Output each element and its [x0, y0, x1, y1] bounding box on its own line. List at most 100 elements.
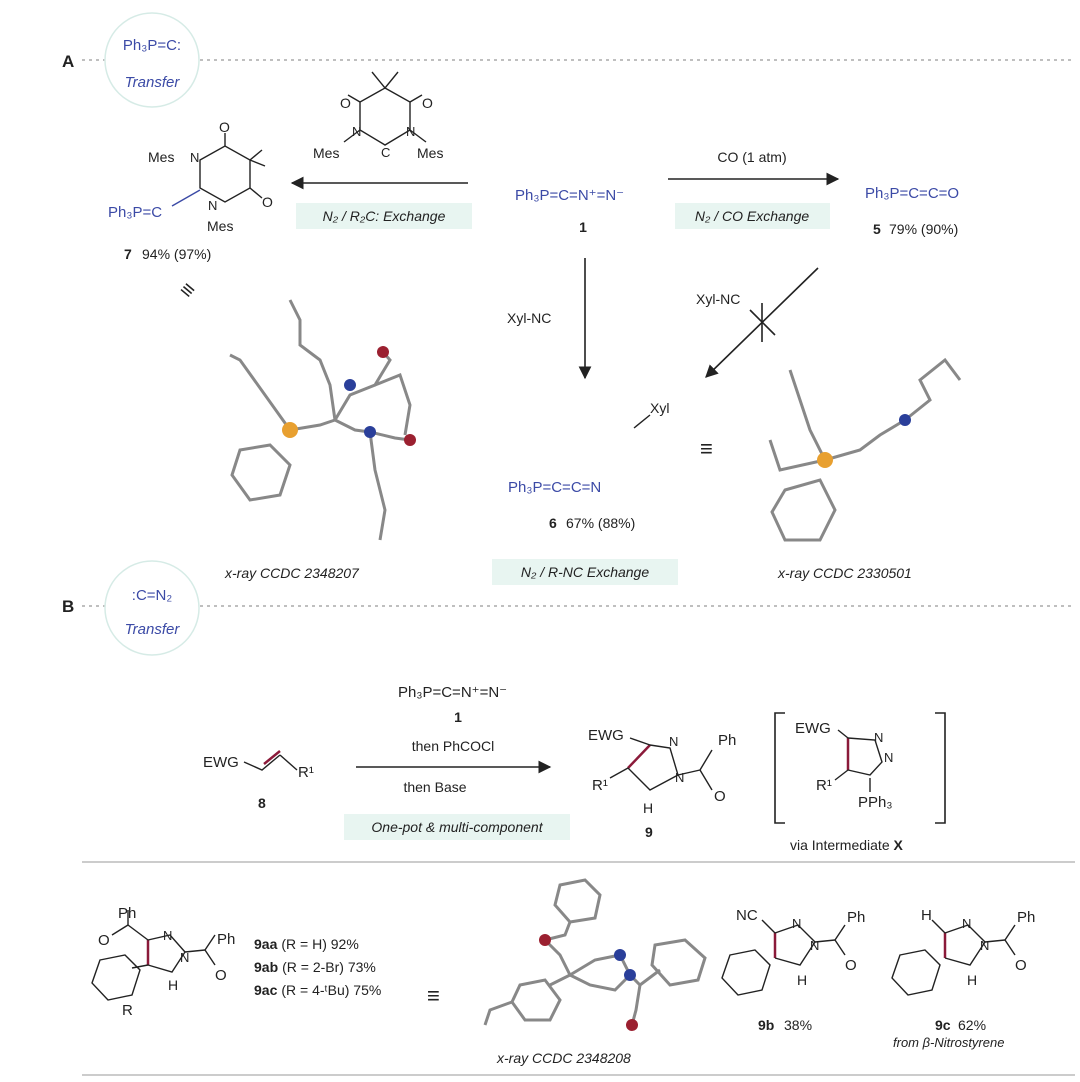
product-9c-ph: Ph — [1017, 909, 1035, 926]
crystal-structure-7 — [229, 299, 412, 541]
carbene-ring — [359, 87, 411, 146]
panel-a-badge-formula: Ph₃P=C: — [123, 37, 181, 54]
product-9c-n2: N — [980, 938, 989, 953]
compound-7 — [171, 133, 266, 207]
substrate-8-ewg: EWG — [203, 754, 239, 771]
product-9c-note: from β-Nitrostyrene — [893, 1035, 1004, 1050]
panel-b-badge-caption: Transfer — [125, 621, 181, 638]
crystal-9-ring-1 — [553, 878, 602, 924]
yield-row-9ab: 9ab(R = 2-Br) 73% — [254, 959, 376, 975]
panel-b-badge — [104, 560, 200, 656]
product-9c-n1: N — [962, 916, 971, 931]
product-9a-acyl-bond — [127, 924, 149, 941]
compound-6-xyl: Xyl — [650, 400, 669, 416]
crystal-9-o-atom-1 — [539, 934, 551, 946]
xray-left: x-ray CCDC 2348207 — [224, 565, 360, 581]
bracket-left — [774, 712, 785, 824]
compound-6-label: 6 — [549, 515, 557, 531]
panel-b-band-label: One-pot & multi-component — [371, 819, 543, 835]
product-9a-co-bond — [111, 924, 129, 936]
crystal-6-chain-1 — [788, 369, 827, 461]
compound-1-panel-a: Ph₃P=C=N⁺=N⁻ 1 — [515, 187, 624, 235]
xray-right: x-ray CCDC 2330501 — [777, 565, 912, 581]
bracket-right — [935, 712, 946, 824]
product-9a-aryl-bond — [131, 964, 149, 969]
product-9b-ph-bond — [834, 924, 846, 941]
crystal-7-o-atom-1 — [377, 346, 389, 358]
crystal-7-p-atom — [282, 422, 298, 438]
crystal-6-n-atom — [899, 414, 911, 426]
crystal-6-chain-4 — [768, 439, 826, 472]
left-arrow-label: N₂ / R₂C: Exchange — [323, 208, 446, 224]
intermediate-n1: N — [874, 730, 883, 745]
product-9b-yield: 38% — [784, 1017, 812, 1033]
carbene-mes-bond-right — [409, 129, 427, 143]
product-9a-r: R — [122, 1002, 133, 1019]
yield-id-9ab: 9ab — [254, 959, 278, 975]
compound-5-formula: Ph₃P=C=C=O — [865, 185, 959, 202]
intermediate-caption-prefix: via Intermediate — [790, 837, 894, 853]
intermediate-r: R¹ — [816, 777, 832, 794]
substrate-8-label: 8 — [258, 795, 266, 811]
intermediate-ewg: EWG — [795, 720, 831, 737]
intermediate-n2: N — [884, 750, 893, 765]
panel-b-band — [344, 814, 570, 840]
panel-b-arrow-bottom: then Base — [403, 779, 466, 795]
carbene-mes-left: Mes — [313, 145, 339, 161]
product-9b-aryl-ring — [721, 949, 771, 996]
product-9a-n1: N — [163, 928, 172, 943]
xray-bottom: x-ray CCDC 2348208 — [496, 1050, 631, 1066]
product-9a-o-right: O — [215, 967, 227, 984]
intermediate-ring — [847, 737, 883, 776]
product-9c — [891, 919, 1016, 996]
product-9-ph: Ph — [718, 732, 736, 749]
panel-a-badge — [104, 12, 200, 108]
crystal-7-n-atom-2 — [364, 426, 376, 438]
compound-7-formula: Ph₃P=C — [108, 204, 162, 221]
crystal-6-ring-1 — [770, 478, 837, 542]
intermediate-r-bond — [834, 769, 849, 781]
product-9a-o-left: O — [98, 932, 110, 949]
product-9c-acyl-bond — [984, 939, 1006, 943]
carbene-mes-bond-left — [343, 129, 361, 143]
carbene-n-left: N — [352, 124, 361, 139]
compound-7-ylide-bond — [171, 189, 201, 207]
compound-7-n-bottom: N — [208, 198, 217, 213]
crystal-6-chain-3 — [904, 357, 962, 422]
product-9b-n1: N — [792, 916, 801, 931]
compound-7-ring — [199, 145, 251, 203]
product-9a-ph2-bond — [204, 934, 216, 951]
product-9b — [721, 919, 846, 996]
compound-7-mes-top: Mes — [148, 149, 174, 165]
product-9b-ring — [774, 924, 816, 966]
product-9-ewg-bond — [629, 737, 651, 746]
product-9-label: 9 — [645, 824, 653, 840]
intermediate-pph3: PPh₃ — [858, 794, 892, 811]
product-9a-h: H — [168, 977, 178, 993]
product-9b-nc: NC — [736, 907, 758, 924]
compound-6-formula: Ph₃P=C=C=N — [508, 479, 601, 496]
product-9b-cn-bond — [761, 919, 776, 934]
yield-text-9ac: (R = 4-ᵗBu) 75% — [281, 982, 381, 998]
bottom-center-band — [492, 559, 678, 585]
product-9b-label: 9b — [758, 1017, 774, 1033]
intermediate-caption-bold: X — [894, 837, 904, 853]
crystal-9-n-atom-1 — [614, 949, 626, 961]
compound-1b-label: 1 — [454, 709, 462, 725]
product-9c-o: O — [1015, 957, 1027, 974]
substrate-8-r-bond — [279, 754, 298, 771]
panel-b-label: B — [62, 597, 74, 616]
crystal-9-chain-3 — [549, 973, 571, 987]
crystal-7-chain-2 — [333, 351, 392, 421]
compound-5-label: 5 — [873, 221, 881, 237]
compound-1-label: 1 — [579, 219, 587, 235]
product-9a-ph-top: Ph — [118, 905, 136, 922]
product-9c-ph-bond — [1004, 924, 1016, 941]
compound-7-o-top: O — [219, 119, 230, 135]
compound-7-o-bottom: O — [262, 194, 273, 210]
panel-a-badge-caption: Transfer — [125, 74, 181, 91]
crystal-7-n-atom-1 — [344, 379, 356, 391]
crystal-9-chain-4 — [483, 1000, 513, 1026]
product-9-co-bond — [699, 769, 713, 791]
product-9c-h-bond — [931, 919, 946, 934]
